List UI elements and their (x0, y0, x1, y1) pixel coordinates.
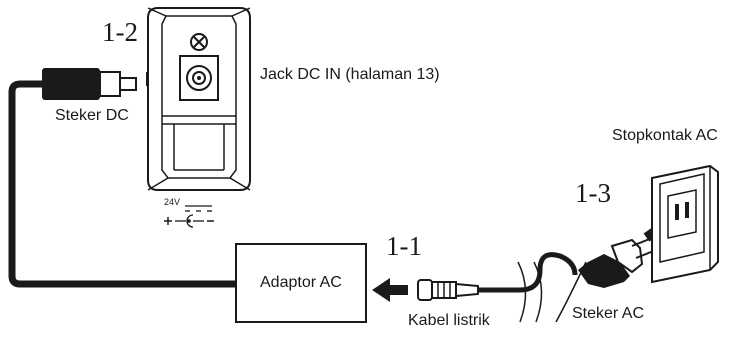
power-cord-break (517, 261, 543, 323)
voltage-label: 24V (164, 197, 181, 207)
dc-plug-label: Steker DC (55, 107, 129, 124)
step-1-3-label: 1-3 (575, 178, 611, 208)
step-1-2-label: 1-2 (102, 17, 138, 47)
power-cord-connector (417, 279, 479, 301)
ac-outlet-label: Stopkontak AC (612, 127, 718, 144)
ac-plug (578, 237, 657, 288)
ac-adaptor-label: Adaptor AC (260, 274, 342, 291)
dc-in-jack-label: Jack DC IN (halaman 13) (260, 66, 440, 83)
ac-plug-label: Steker AC (572, 305, 645, 322)
ac-adaptor-box (235, 243, 367, 323)
dc-plug (42, 68, 137, 100)
ac-outlet (651, 164, 719, 284)
panel-screw (190, 33, 208, 51)
power-cord-label: Kabel listrik (408, 312, 490, 329)
dc-in-jack (179, 55, 219, 101)
power-cord (478, 252, 578, 293)
step-1-1-label: 1-1 (386, 231, 422, 261)
polarity-symbol (164, 205, 214, 228)
plug-in-arrow-adaptor (372, 278, 408, 302)
dc-cable (8, 80, 236, 288)
